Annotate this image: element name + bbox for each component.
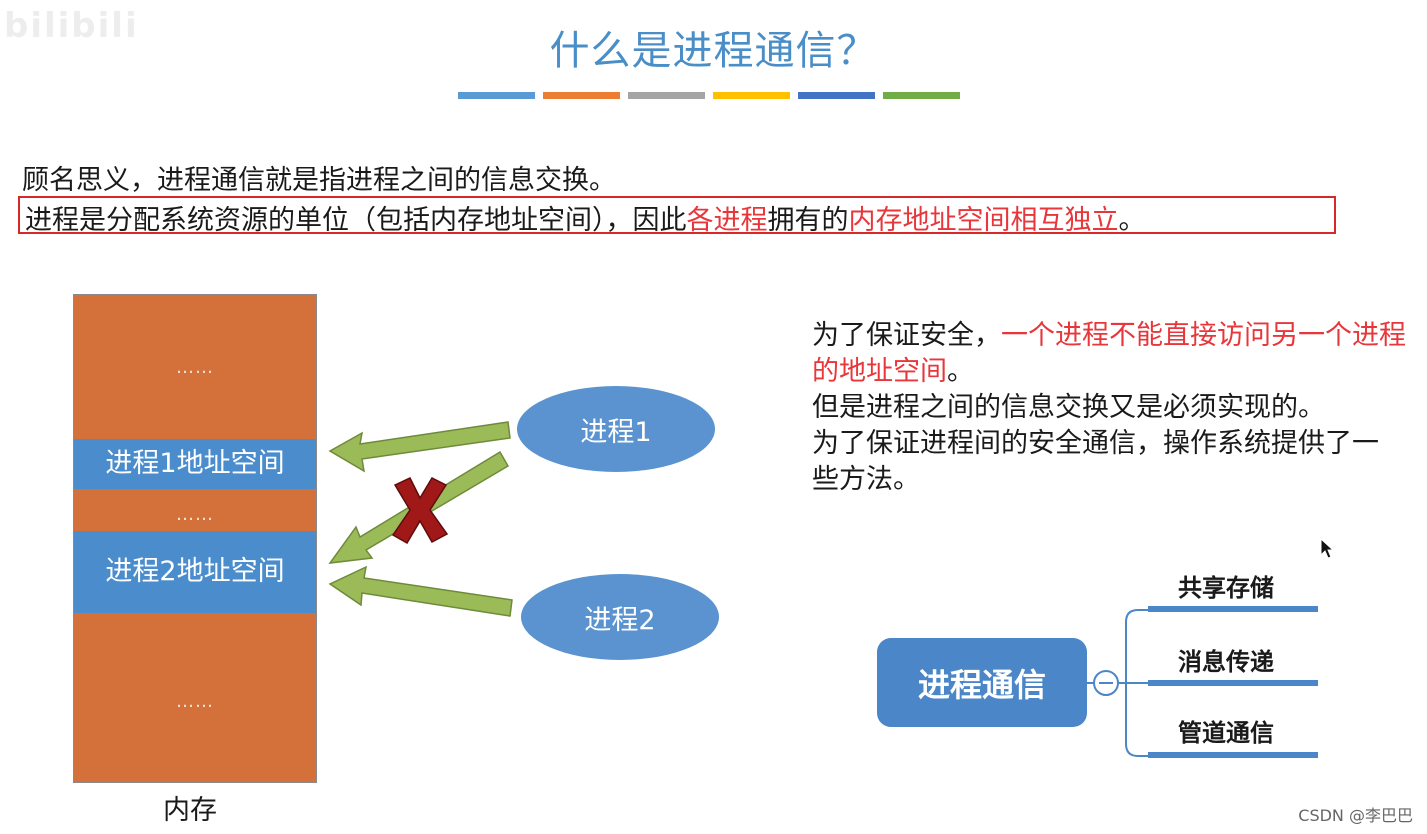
paragraph-text: 为了保证安全， (812, 320, 1001, 351)
explanation-paragraph: 为了保证安全，一个进程不能直接访问另一个进程的地址空间。 但是进程之间的信息交换… (812, 318, 1412, 498)
memory-label: 内存 (163, 795, 217, 826)
intro-line-2-end: 。 (1118, 205, 1146, 236)
intro-red-text: 各进程 (686, 205, 768, 236)
intro-line-2-text: 进程是分配系统资源的单位（包括内存地址空间），因此 (25, 205, 687, 236)
strip-segment (798, 92, 875, 99)
paragraph-red-text: 一个进程不能直接访问另一个进程的地址空间 (812, 320, 1406, 387)
intro-line-1: 顾名思义，进程通信就是指进程之间的信息交换。 (22, 165, 616, 196)
intro-line-2-text: 拥有的 (767, 205, 849, 236)
strip-segment (883, 92, 960, 99)
process1-address-space: 进程1地址空间 (74, 439, 316, 489)
branch-underline (1148, 680, 1318, 686)
cross-icon (391, 477, 449, 545)
branch-message-passing[interactable]: 消息传递 (1178, 648, 1274, 676)
color-strip (458, 92, 960, 100)
arrow-p1-to-p1-space (328, 421, 511, 473)
bilibili-logo: bilibili (4, 6, 139, 46)
strip-segment (713, 92, 790, 99)
strip-segment (543, 92, 620, 99)
mouse-cursor-icon (1320, 538, 1335, 559)
mindmap-branches (1087, 606, 1318, 758)
branch-underline (1148, 752, 1318, 758)
branch-underline (1148, 606, 1318, 612)
memory-block: …… 进程1地址空间 …… 进程2地址空间 …… (73, 294, 317, 783)
branch-pipe-communication[interactable]: 管道通信 (1178, 719, 1274, 747)
memory-dots: …… (176, 691, 214, 712)
highlight-box (18, 196, 1336, 234)
process2-node: 进程2 (521, 574, 719, 660)
strip-segment (458, 92, 535, 99)
intro-red-text: 内存地址空间相互独立 (848, 205, 1119, 236)
csdn-watermark: CSDN @李巴巴 (1298, 806, 1413, 825)
intro-line-2: 进程是分配系统资源的单位（包括内存地址空间），因此各进程拥有的内存地址空间相互独… (25, 198, 1146, 237)
process2-address-space: 进程2地址空间 (74, 531, 316, 613)
memory-dots: …… (176, 357, 214, 378)
arrow-p2-to-p2-space (328, 565, 513, 617)
slide-title: 什么是进程通信？ (549, 28, 878, 74)
paragraph-line: 为了保证安全，一个进程不能直接访问另一个进程的地址空间。 (812, 318, 1412, 390)
paragraph-line: 为了保证进程间的安全通信，操作系统提供了一些方法。 (812, 428, 1379, 495)
paragraph-line: 但是进程之间的信息交换又是必须实现的。 (812, 392, 1325, 423)
strip-segment (628, 92, 705, 99)
memory-dots: …… (176, 504, 214, 525)
paragraph-text: 。 (947, 356, 974, 387)
mindmap-center-node[interactable]: 进程通信 (877, 638, 1087, 727)
branch-shared-storage[interactable]: 共享存储 (1178, 574, 1274, 602)
process1-node: 进程1 (517, 386, 715, 472)
